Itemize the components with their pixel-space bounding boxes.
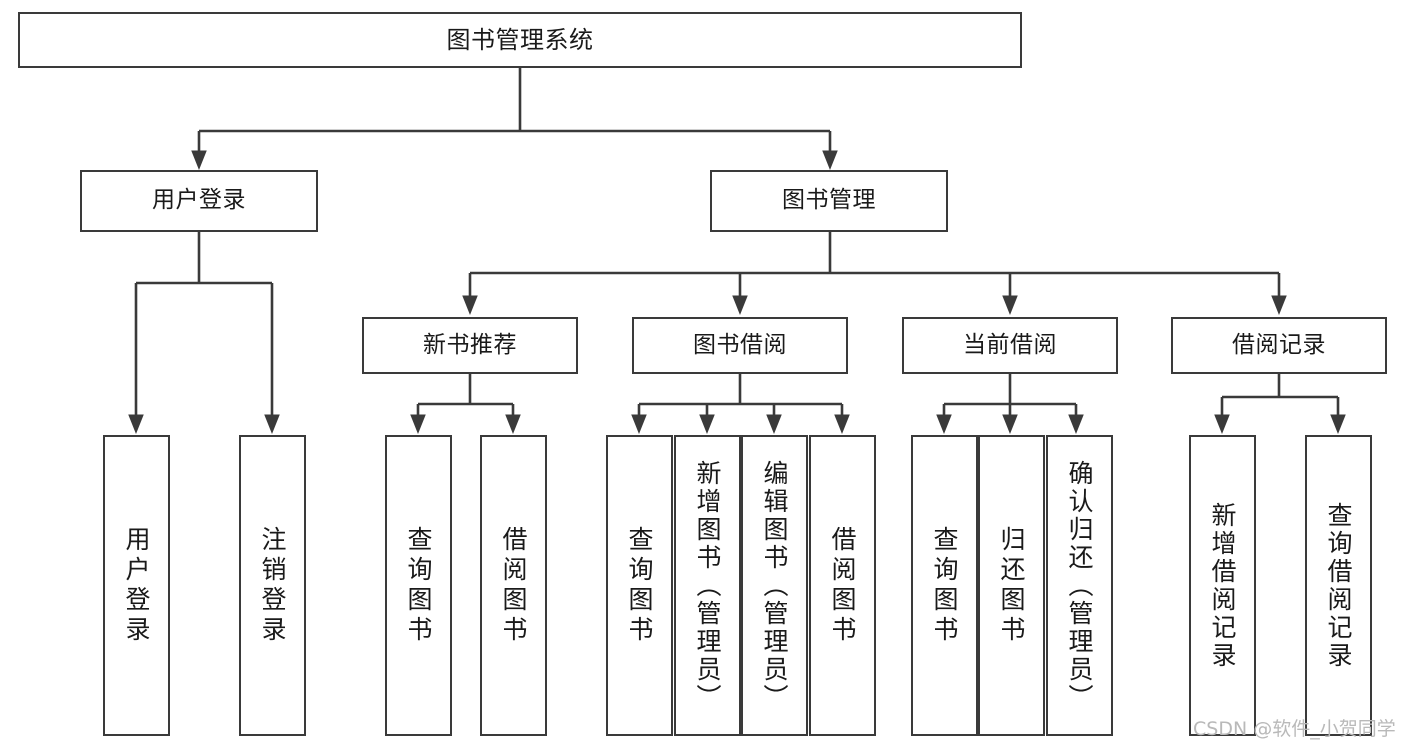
node-label: 归还图书 xyxy=(997,525,1026,646)
node-label: 查询图书 xyxy=(625,525,654,646)
node-label: 查询图书 xyxy=(930,525,959,646)
node-label: 图书借阅 xyxy=(693,331,787,358)
node-label: 用户登录 xyxy=(122,525,151,646)
leaf-add-borrow-record[interactable]: 新增借阅记录 xyxy=(1189,435,1256,736)
node-label: 新增图书（管理员） xyxy=(693,459,722,712)
node-book-borrowing[interactable]: 图书借阅 xyxy=(632,317,848,374)
leaf-add-book-admin[interactable]: 新增图书（管理员） xyxy=(674,435,741,736)
node-label: 编辑图书（管理员） xyxy=(760,459,789,712)
node-root-book-management-system[interactable]: 图书管理系统 xyxy=(18,12,1022,68)
node-label: 当前借阅 xyxy=(963,331,1057,358)
leaf-query-books-recommend[interactable]: 查询图书 xyxy=(385,435,452,736)
node-new-book-recommendation[interactable]: 新书推荐 xyxy=(362,317,578,374)
node-label: 注销登录 xyxy=(258,525,287,646)
node-label: 查询图书 xyxy=(404,525,433,646)
leaf-query-borrow-record[interactable]: 查询借阅记录 xyxy=(1305,435,1372,736)
node-label: 图书管理系统 xyxy=(446,25,594,54)
leaf-edit-book-admin[interactable]: 编辑图书（管理员） xyxy=(741,435,808,736)
leaf-confirm-return-admin[interactable]: 确认归还（管理员） xyxy=(1046,435,1113,736)
leaf-query-books-current[interactable]: 查询图书 xyxy=(911,435,978,736)
node-label: 借阅图书 xyxy=(828,525,857,646)
node-user-login[interactable]: 用户登录 xyxy=(80,170,318,232)
node-label: 借阅记录 xyxy=(1232,331,1326,358)
node-label: 新增借阅记录 xyxy=(1208,501,1237,670)
leaf-borrow-books-borrowing[interactable]: 借阅图书 xyxy=(809,435,876,736)
node-label: 查询借阅记录 xyxy=(1324,501,1353,670)
leaf-borrow-books-recommend[interactable]: 借阅图书 xyxy=(480,435,547,736)
node-label: 图书管理 xyxy=(782,187,876,214)
node-label: 借阅图书 xyxy=(499,525,528,646)
leaf-return-books[interactable]: 归还图书 xyxy=(978,435,1045,736)
watermark: CSDN @软件_小贺同学 xyxy=(1193,718,1396,740)
node-label: 确认归还（管理员） xyxy=(1065,459,1094,712)
leaf-logout[interactable]: 注销登录 xyxy=(239,435,306,736)
node-label: 用户登录 xyxy=(152,187,246,214)
node-label: 新书推荐 xyxy=(423,331,517,358)
node-borrowing-records[interactable]: 借阅记录 xyxy=(1171,317,1387,374)
leaf-user-login[interactable]: 用户登录 xyxy=(103,435,170,736)
node-book-management[interactable]: 图书管理 xyxy=(710,170,948,232)
node-current-borrowing[interactable]: 当前借阅 xyxy=(902,317,1118,374)
leaf-query-books-borrowing[interactable]: 查询图书 xyxy=(606,435,673,736)
